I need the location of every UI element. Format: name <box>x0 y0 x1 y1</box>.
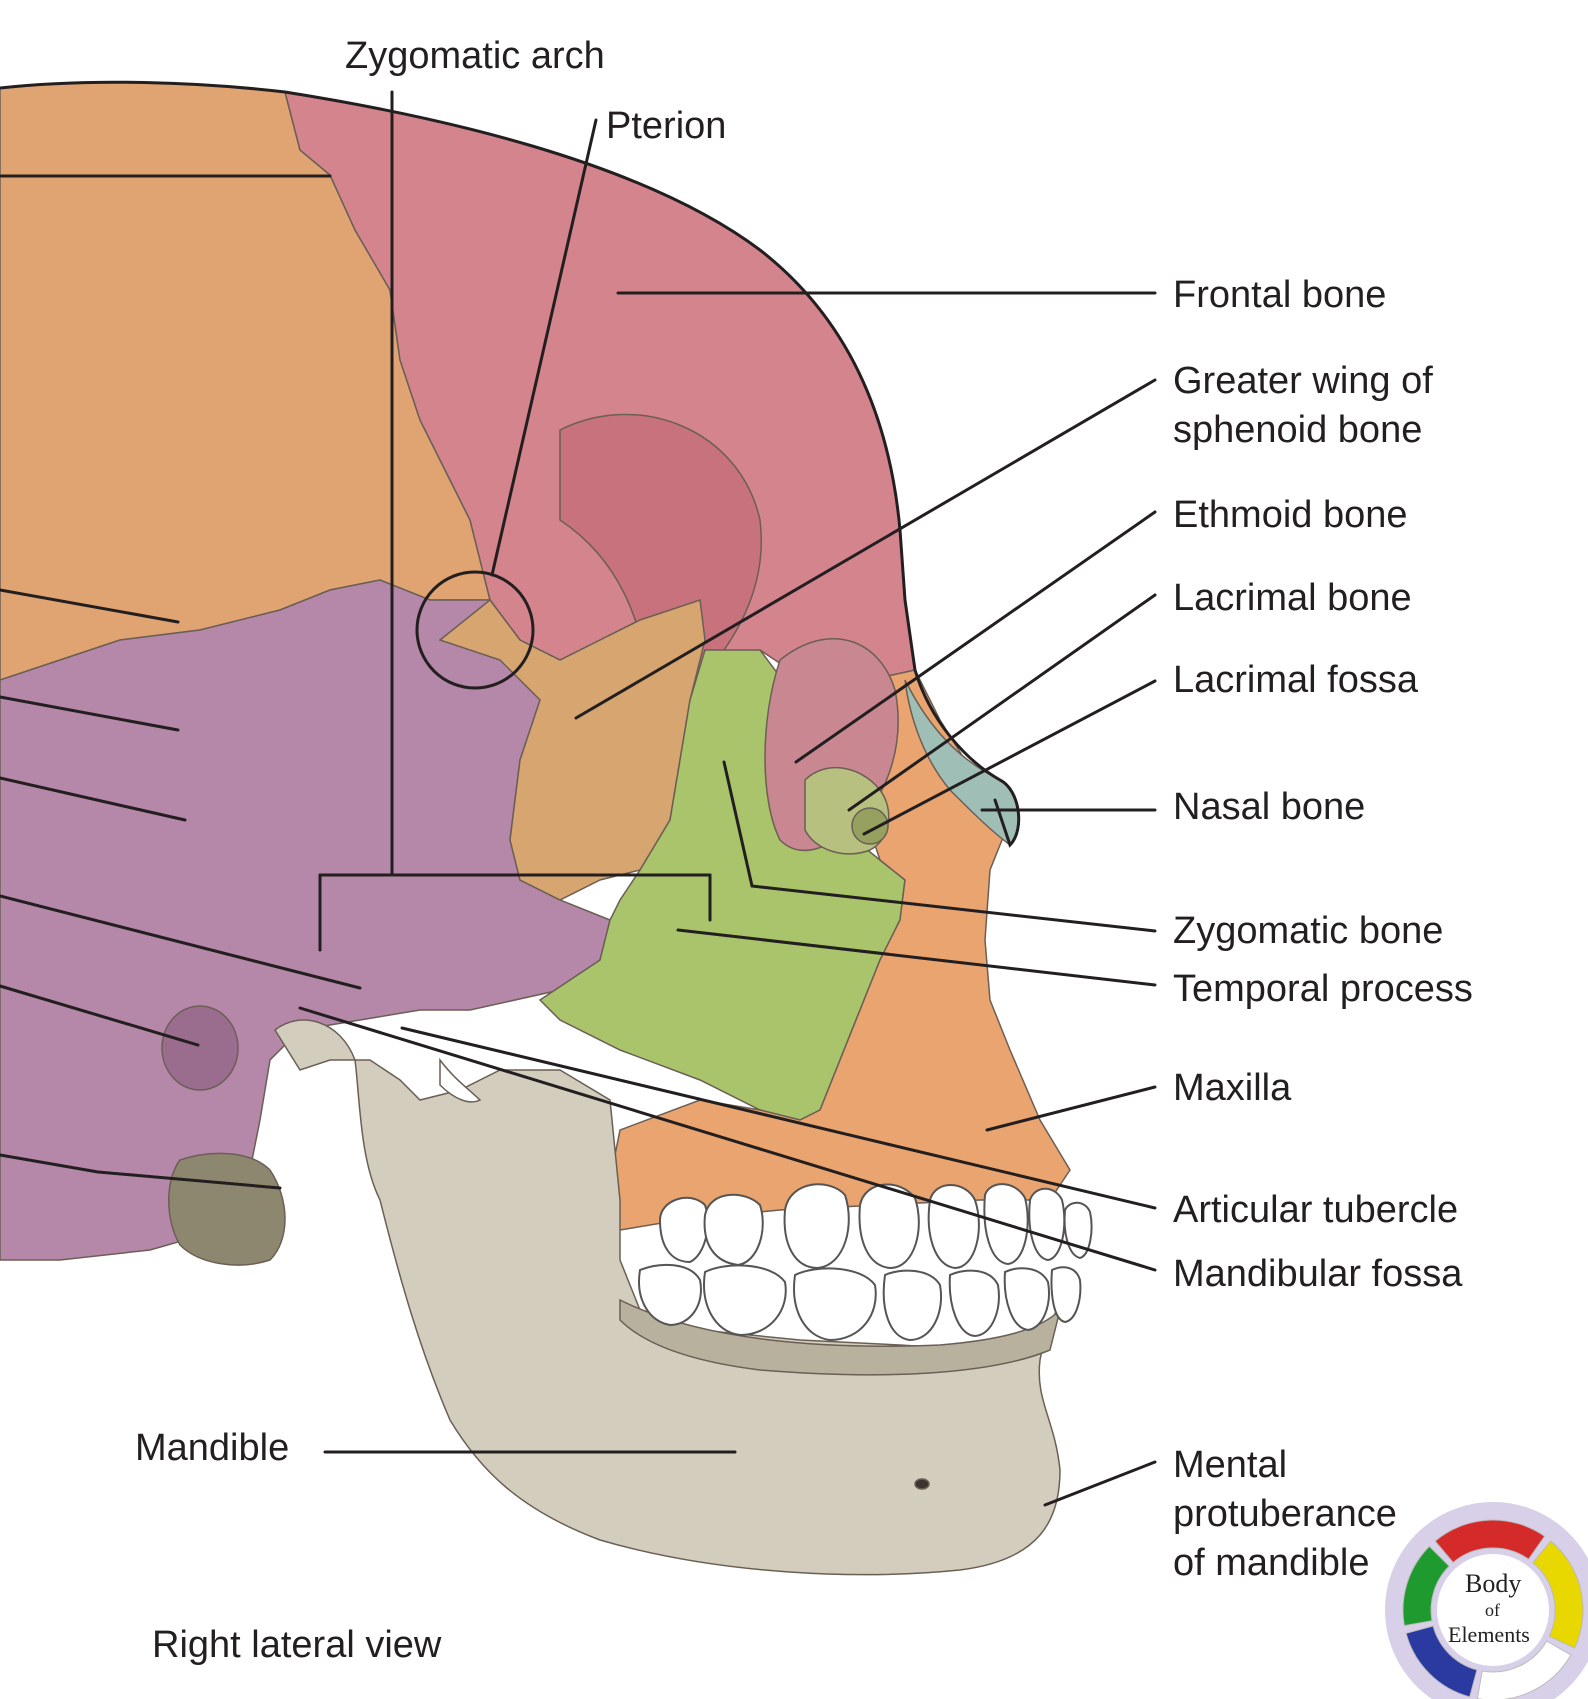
label-mandibular-fossa: Mandibular fossa <box>1173 1253 1463 1295</box>
label-zygomatic-bone: Zygomatic bone <box>1173 910 1443 952</box>
label-mental-line1: Mental <box>1173 1444 1287 1486</box>
logo-segment-yellow <box>1532 1540 1584 1649</box>
leader-lines <box>0 90 1157 1507</box>
logo-center <box>1437 1554 1549 1666</box>
styloid-mastoid-shape <box>168 1152 286 1266</box>
label-mental-line2: protuberance <box>1173 1493 1397 1535</box>
external-acoustic-meatus <box>161 1005 239 1091</box>
label-lacrimal-fossa: Lacrimal fossa <box>1173 659 1419 701</box>
label-lacrimal-bone: Lacrimal bone <box>1173 577 1412 619</box>
pterion-circle <box>415 570 535 690</box>
orbit-shadow <box>559 413 762 691</box>
label-articular-tubercle: Articular tubercle <box>1173 1189 1458 1231</box>
label-frontal-bone: Frontal bone <box>1173 274 1386 316</box>
lacrimal-fossa-shape <box>851 807 889 845</box>
logo-text-elements: Elements <box>1448 1622 1530 1647</box>
logo-segment-blue <box>1405 1625 1478 1698</box>
logo-segment-red <box>1434 1519 1546 1564</box>
lower-teeth <box>638 1263 1082 1342</box>
label-nasal-bone: Nasal bone <box>1173 786 1365 828</box>
label-temporal-process: Temporal process <box>1173 968 1473 1010</box>
label-greater-wing-line2: sphenoid bone <box>1173 409 1422 451</box>
labels: Zygomatic arch Pterion Frontal bone Grea… <box>135 35 1473 1666</box>
view-caption: Right lateral view <box>152 1624 442 1666</box>
logo-text-of: of <box>1485 1600 1500 1620</box>
coronoid-notch <box>439 1057 482 1103</box>
mental-foramen <box>914 1478 930 1490</box>
body-of-elements-logo: Body of Elements <box>1385 1502 1588 1699</box>
label-zygomatic-arch: Zygomatic arch <box>345 35 605 77</box>
logo-segment-green <box>1402 1545 1450 1627</box>
label-ethmoid-bone: Ethmoid bone <box>1173 494 1408 536</box>
label-greater-wing-line1: Greater wing of <box>1173 360 1433 402</box>
label-maxilla: Maxilla <box>1173 1067 1292 1109</box>
mandible-shadow <box>619 1298 1062 1376</box>
label-pterion: Pterion <box>606 105 726 147</box>
label-mental-line3: of mandible <box>1173 1542 1369 1584</box>
label-mandible: Mandible <box>135 1427 289 1469</box>
logo-text-body: Body <box>1465 1569 1521 1598</box>
